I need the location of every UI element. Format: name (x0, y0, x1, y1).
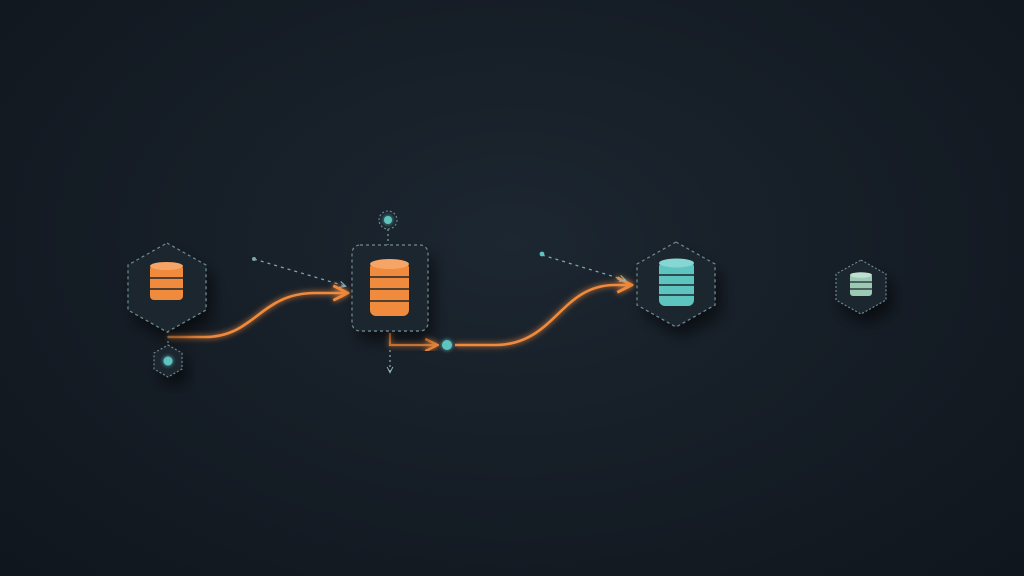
signal-origin-dot (252, 257, 256, 261)
signal-origin-dot (539, 251, 545, 257)
node-transform-top-port[interactable] (378, 210, 398, 230)
dot-icon (384, 216, 392, 224)
dot-icon (442, 340, 452, 350)
signal-to-transform (253, 258, 345, 286)
database-icon (659, 258, 694, 306)
dot-icon (163, 356, 173, 366)
flow-transform-to-port (388, 333, 436, 345)
connections (167, 229, 834, 372)
flow-source-to-transform (168, 293, 346, 339)
signal-to-warehouse (541, 254, 625, 280)
database-icon (150, 262, 183, 300)
database-icon (370, 259, 409, 316)
flow-port-to-warehouse (455, 285, 630, 347)
node-source-port[interactable] (153, 344, 183, 378)
node-transform-port[interactable] (442, 340, 452, 350)
database-icon (850, 272, 872, 296)
